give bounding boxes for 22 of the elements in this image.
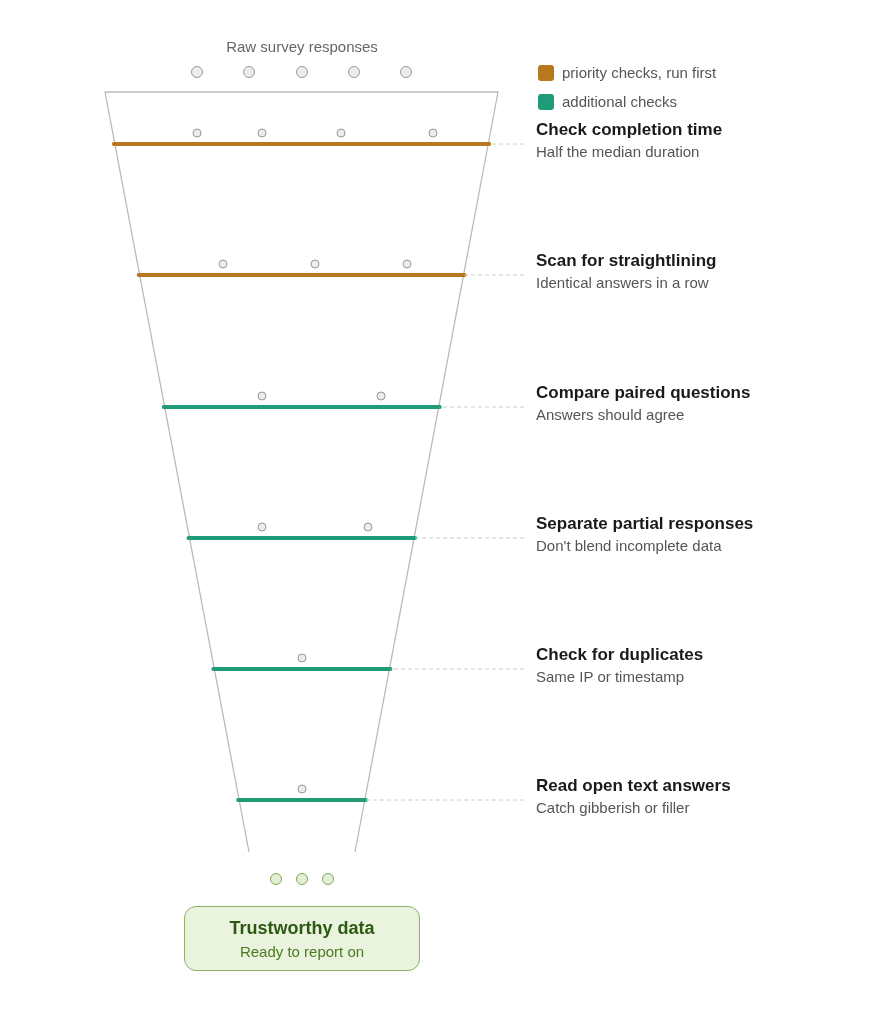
step-heading: Check completion time (536, 120, 723, 140)
step-description: Same IP or timestamp (536, 668, 686, 685)
filter-bar (211, 667, 393, 671)
filter-bar (111, 142, 492, 146)
filter-bar (161, 405, 442, 409)
step-heading: Scan for straightlining (536, 251, 717, 271)
legend-text: additional checks (562, 93, 678, 110)
step-description: Don't blend incomplete data (536, 537, 723, 554)
step-heading: Separate partial responses (536, 514, 754, 534)
step-description: Answers should agree (536, 406, 686, 423)
filter-bar (186, 536, 418, 540)
step-description: Half the median duration (536, 143, 701, 160)
step-heading: Read open text answers (536, 776, 731, 796)
legend-text: priority checks, run first (562, 64, 717, 81)
input-label: Raw survey responses (225, 38, 379, 55)
step-description: Identical answers in a row (536, 274, 710, 291)
filter-bar (236, 798, 368, 802)
step-description: Catch gibberish or filler (536, 799, 691, 816)
step-heading: Compare paired questions (536, 383, 751, 403)
step-heading: Check for duplicates (536, 645, 704, 665)
result-box: Trustworthy data Ready to report on (184, 906, 420, 971)
filter-bar (136, 273, 467, 277)
